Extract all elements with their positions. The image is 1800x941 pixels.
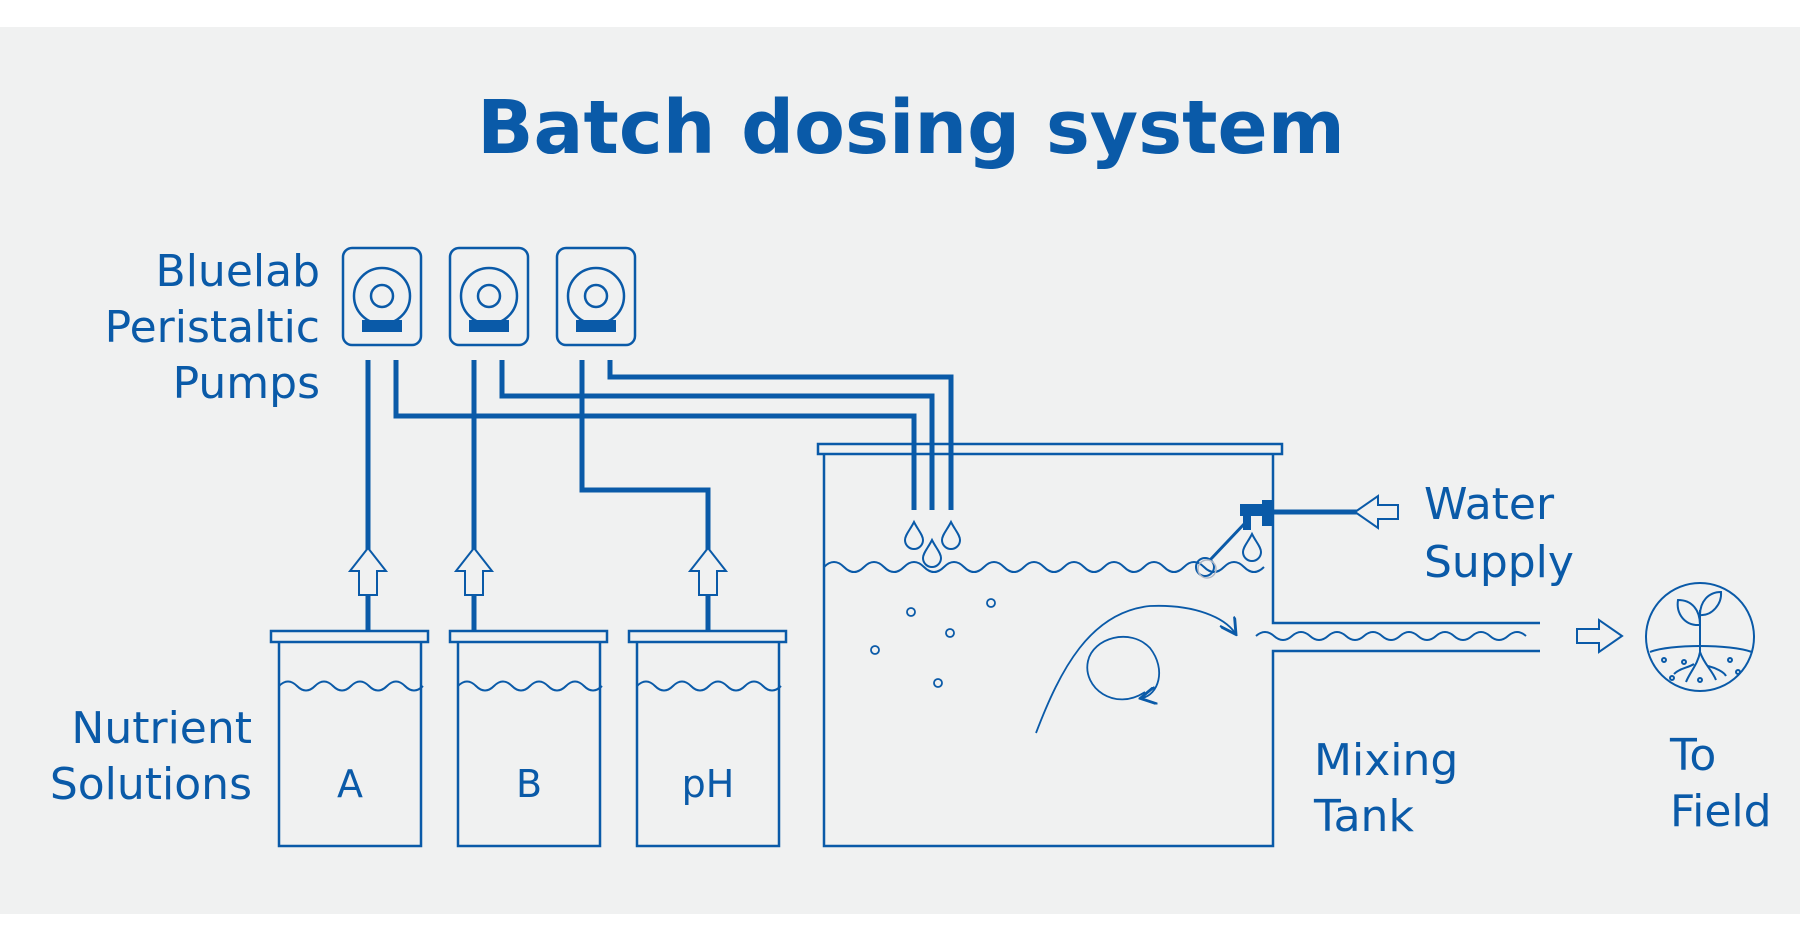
svg-text:Water: Water	[1424, 479, 1555, 530]
arrow-right-icon	[1576, 618, 1624, 654]
svg-text:Supply: Supply	[1424, 537, 1574, 588]
water-supply-label: Water Supply	[1424, 479, 1574, 588]
container-label: A	[337, 762, 363, 806]
container-a: A	[269, 629, 430, 848]
svg-text:To: To	[1669, 730, 1716, 781]
svg-text:Field: Field	[1670, 786, 1772, 837]
svg-text:Nutrient: Nutrient	[71, 703, 252, 754]
diagram-background	[0, 27, 1800, 914]
dosing-tubes	[365, 360, 954, 630]
svg-text:Mixing: Mixing	[1314, 735, 1458, 786]
arrow-left-icon	[1353, 494, 1399, 530]
svg-text:Tank: Tank	[1313, 791, 1414, 842]
arrow-up-icon	[687, 546, 729, 596]
svg-text:Pumps: Pumps	[173, 358, 320, 409]
container-label: B	[516, 762, 542, 806]
container-ph: pH	[627, 629, 788, 848]
float-valve-icon	[1195, 500, 1360, 579]
water-drop-icon	[903, 519, 962, 568]
svg-text:Bluelab: Bluelab	[156, 246, 320, 297]
plant-icon	[1645, 582, 1755, 692]
nutrient-solutions-label: Nutrient Solutions	[50, 703, 252, 810]
svg-text:Peristaltic: Peristaltic	[105, 302, 320, 353]
pumps-label: Bluelab Peristaltic Pumps	[105, 246, 320, 409]
container-label: pH	[682, 762, 735, 806]
pump-icon	[555, 246, 637, 347]
svg-text:Solutions: Solutions	[50, 759, 252, 810]
arrow-up-icon	[453, 546, 495, 596]
to-field-label: To Field	[1669, 730, 1772, 837]
container-b: B	[448, 629, 609, 848]
pump-icon	[448, 246, 530, 347]
pump-icon	[341, 246, 423, 347]
arrow-up-icon	[347, 546, 389, 596]
page-title: Batch dosing system	[477, 85, 1345, 171]
mixing-tank-label: Mixing Tank	[1313, 735, 1458, 842]
mixing-tank	[816, 442, 1540, 848]
